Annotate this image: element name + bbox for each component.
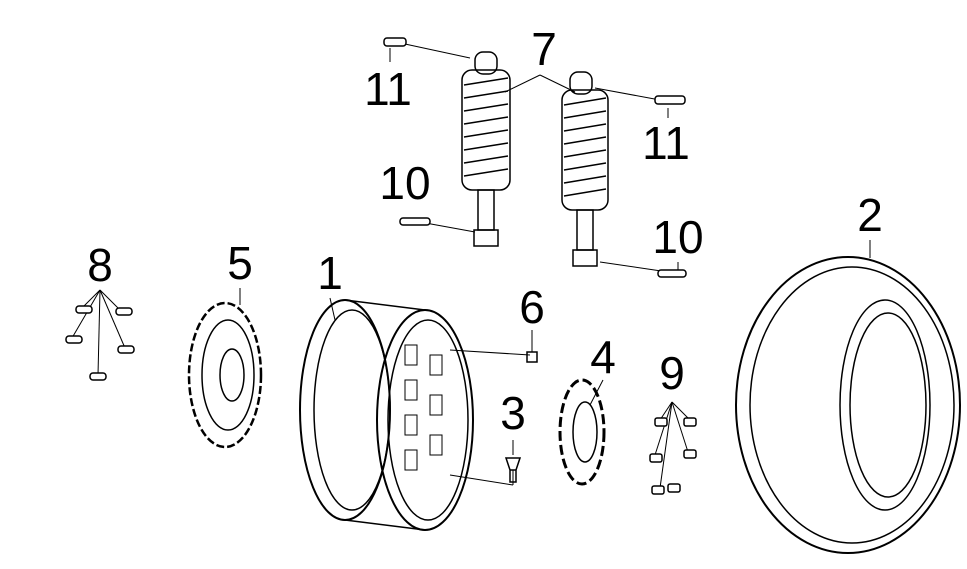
callout-11-left: 11	[364, 63, 412, 115]
valve-cap	[526, 351, 538, 363]
hub-plate	[558, 378, 606, 486]
callout-1: 1	[317, 247, 343, 299]
callout-10-left: 10	[379, 157, 431, 209]
bolts	[65, 37, 697, 495]
valve	[504, 457, 522, 483]
callout-7: 7	[531, 23, 557, 75]
callout-6: 6	[519, 281, 545, 333]
callout-10-right: 10	[652, 211, 704, 263]
shock-absorber-left	[461, 51, 511, 247]
brake-disc	[187, 301, 263, 449]
callout-11-right: 11	[642, 117, 690, 169]
callout-8: 8	[87, 239, 113, 291]
wheel-rim	[299, 299, 474, 531]
shock-absorber-right	[561, 71, 609, 267]
callout-5: 5	[227, 237, 253, 289]
tire	[735, 256, 961, 554]
callout-3: 3	[500, 387, 526, 439]
leader-lines	[71, 43, 871, 489]
callout-4: 4	[590, 331, 616, 383]
callout-2: 2	[857, 189, 883, 241]
callout-9: 9	[659, 347, 685, 399]
